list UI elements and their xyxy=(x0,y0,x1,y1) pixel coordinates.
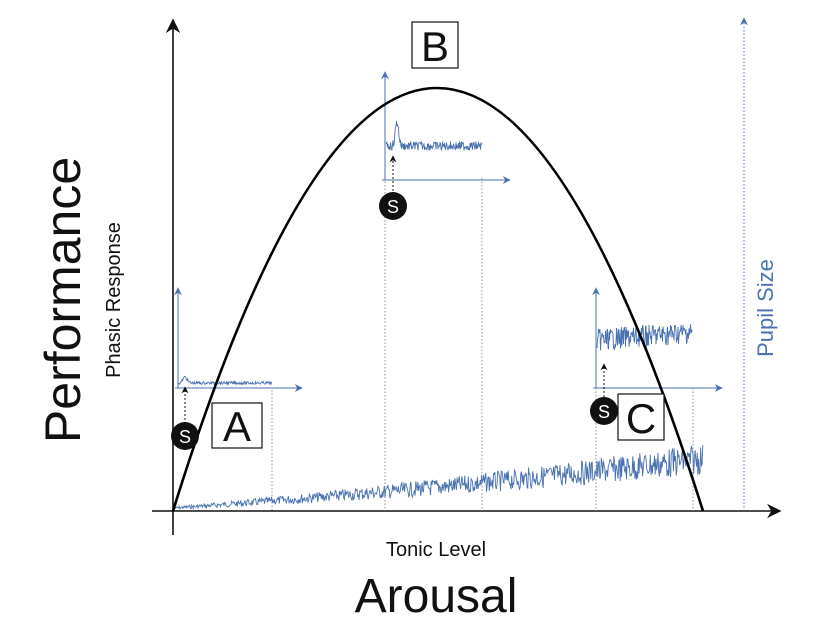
stimulus-a-label: S xyxy=(179,427,191,447)
performance-curve xyxy=(171,87,705,512)
region-c-label: C xyxy=(626,395,656,442)
region-c-box: C xyxy=(617,393,665,442)
y-axis-subtitle: Phasic Response xyxy=(103,222,125,378)
tonic-signal-trace xyxy=(174,445,704,511)
stimulus-c-label: S xyxy=(598,402,610,422)
region-b-label: B xyxy=(421,23,449,70)
x-axis-subtitle: Tonic Level xyxy=(386,539,486,561)
stimulus-marker-a: S xyxy=(171,386,199,450)
y-axis-title: Performance xyxy=(35,157,91,443)
region-a-label: A xyxy=(223,403,251,450)
inset-a xyxy=(174,287,303,392)
inset-c xyxy=(592,287,723,392)
stimulus-marker-c: S xyxy=(590,363,618,425)
dotted-guides xyxy=(271,178,694,511)
stimulus-b-label: S xyxy=(387,197,399,217)
pupil-size-label: Pupil Size xyxy=(753,259,778,357)
region-b-box: B xyxy=(411,21,459,70)
stimulus-marker-b: S xyxy=(379,155,407,220)
region-a-box: A xyxy=(211,402,263,450)
inset-b xyxy=(381,71,511,184)
x-axis-title: Arousal xyxy=(355,570,518,623)
